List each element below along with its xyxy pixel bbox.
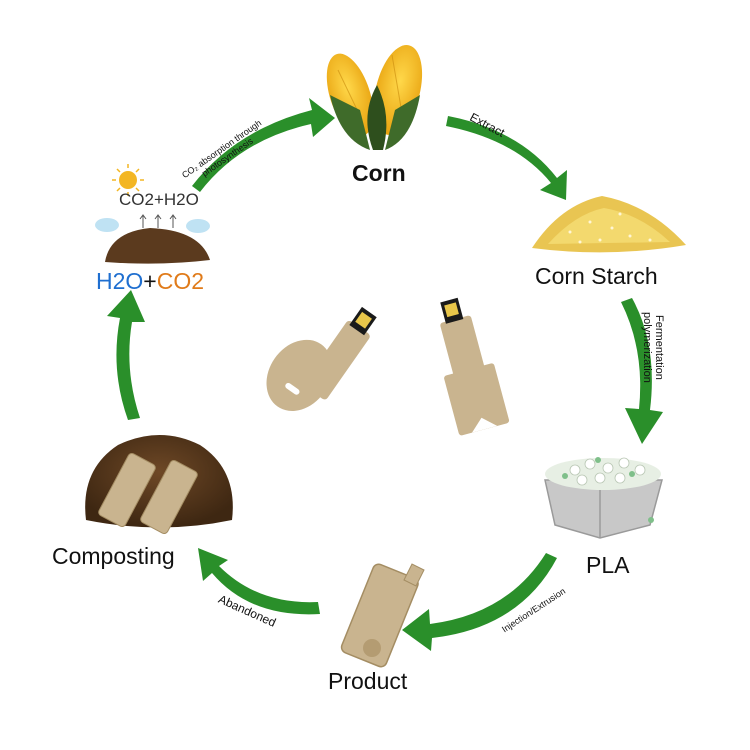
label-fermentation-polymerization: Fermentation polymerization: [641, 312, 665, 383]
label-pla: PLA: [586, 552, 630, 578]
soil-sun-cloud-icon: [95, 164, 210, 264]
arrow-to-pla: [621, 298, 663, 444]
usb-swivel-drive-icon: [340, 563, 425, 668]
label-corn-starch: Corn Starch: [535, 263, 658, 289]
label-product: Product: [328, 668, 408, 694]
pla-pellet-bin-icon: [544, 457, 663, 539]
label-h2o: H2O: [96, 268, 144, 294]
corn-icon: [326, 45, 423, 150]
arrow-to-soil: [107, 290, 145, 420]
arrow-to-corn: [192, 98, 335, 192]
label-h2o-co2: H2O+CO2: [96, 268, 204, 295]
label-composting: Composting: [52, 543, 175, 569]
label-polymerization: polymerization: [641, 312, 653, 383]
label-co2: CO2: [156, 268, 205, 294]
starch-pile-icon: [532, 196, 686, 253]
label-co2-h2o: CO2+H2O: [119, 190, 199, 209]
arrow-to-composting: [198, 548, 320, 615]
arrow-to-corn-starch: [446, 116, 567, 200]
arrow-to-product: [402, 553, 557, 651]
label-plus: +: [143, 268, 157, 294]
label-fermentation: Fermentation: [653, 315, 665, 380]
label-corn: Corn: [352, 160, 406, 186]
cycle-arrows: [107, 98, 663, 651]
key-shaped-usb-drives-icon: [266, 297, 510, 436]
soil-with-usb-drives-icon: [85, 435, 233, 535]
